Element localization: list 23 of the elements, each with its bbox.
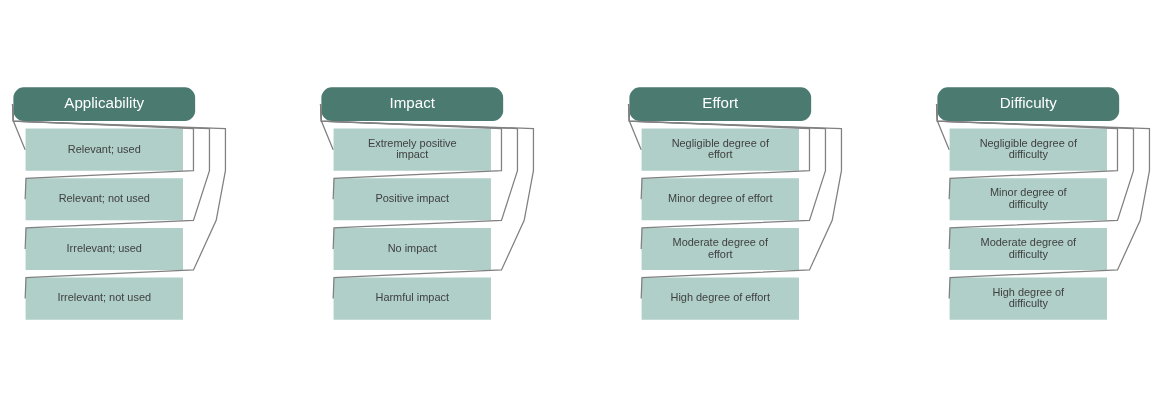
node-box: No impact: [333, 227, 491, 270]
node-box: Irrelevant; used: [25, 227, 183, 270]
node-box: Harmful impact: [333, 277, 491, 320]
node-box: Extremely positive impact: [333, 128, 491, 171]
node-box: Irrelevant; not used: [25, 277, 183, 320]
connector: [11, 103, 227, 299]
connector: [319, 103, 535, 299]
node-box: Relevant; used: [25, 128, 183, 171]
node-box: Negligible degree of effort: [641, 128, 799, 171]
connector: [627, 103, 843, 299]
node-box: Moderate degree of effort: [641, 227, 799, 270]
node-box: Impact: [321, 86, 504, 121]
node-box: High degree of effort: [641, 277, 799, 320]
node-box: Applicability: [13, 86, 196, 121]
node-box: Difficulty: [937, 86, 1120, 121]
node-box: Relevant; not used: [25, 177, 183, 220]
node-box: Effort: [629, 86, 812, 121]
node-box: Moderate degree of difficulty: [949, 227, 1107, 270]
node-box: Minor degree of difficulty: [949, 177, 1107, 220]
node-box: Positive impact: [333, 177, 491, 220]
node-box: Minor degree of effort: [641, 177, 799, 220]
node-box: High degree of difficulty: [949, 277, 1107, 320]
node-box: Negligible degree of difficulty: [949, 128, 1107, 171]
